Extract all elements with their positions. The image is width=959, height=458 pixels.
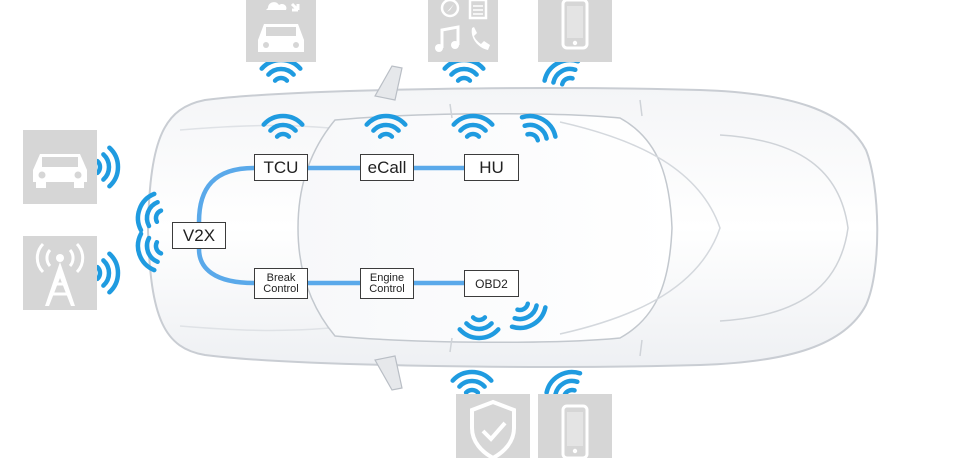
signal-ecall (364, 113, 408, 139)
smartphone-top-tile (538, 0, 612, 62)
ecall-node: eCall (360, 154, 414, 181)
smartphone-icon (561, 0, 589, 50)
signal-tile-media-arc-2 (449, 66, 479, 77)
break-control-line-1: Break (266, 272, 296, 284)
signal-obd2-side-arc-3 (509, 305, 548, 331)
car-body (146, 65, 879, 391)
signal-tcu-arc-1 (274, 131, 292, 139)
signal-shield-tile (450, 369, 494, 395)
signal-hu-phone (519, 113, 558, 143)
break-control-node: Break Control (254, 268, 308, 299)
signal-ecall-arc-2 (371, 122, 401, 133)
signal-obd2-lower-arc-1 (470, 315, 488, 323)
signal-tile-car-sync (259, 57, 303, 83)
signal-tile-car-sync-arc-1 (272, 75, 290, 83)
smartphone-icon (561, 404, 589, 458)
signal-hu-arc-3 (451, 113, 495, 127)
wireless-signals (95, 57, 583, 399)
signal-hu (451, 113, 495, 139)
radio-tower-icon (35, 242, 85, 306)
signal-obd2-side-arc-2 (512, 303, 539, 322)
signal-tile-phone-top-arc-2 (551, 66, 578, 85)
signal-vehicle-tile-arc-1 (95, 158, 103, 176)
signal-obd2-side-arc-1 (515, 301, 531, 313)
signal-vehicle-tile-arc-2 (101, 152, 112, 182)
signal-vehicle-tile (95, 145, 121, 189)
bus-lines (196, 165, 467, 286)
signal-tcu-arc-2 (268, 122, 298, 133)
signal-ecall-arc-1 (377, 131, 395, 139)
security-shield-icon (470, 399, 516, 458)
tcu-node: TCU (254, 154, 308, 181)
obd2-node: OBD2 (464, 270, 519, 297)
engine-control-line-2: Control (369, 283, 405, 295)
smartphone-bottom-tile (538, 394, 612, 458)
signal-v2x-lower-arc-2 (144, 235, 160, 265)
signal-tile-phone-top-arc-1 (559, 75, 575, 87)
signal-v2x-upper-arc-2 (144, 199, 160, 229)
signal-phone-bottom-arc-3 (544, 369, 583, 395)
signal-tower-tile (95, 251, 121, 295)
security-shield-tile (456, 394, 530, 458)
signal-v2x-upper-arc-1 (153, 208, 164, 225)
signal-tile-car-sync-arc-2 (266, 66, 296, 77)
signal-shield-tile-arc-2 (457, 378, 487, 389)
bus-v2x-break (196, 246, 257, 286)
signal-v2x-lower (135, 231, 164, 273)
v2x-node: V2X (172, 222, 226, 249)
signal-hu-phone-arc-2 (522, 122, 549, 141)
media-navigation-icon (435, 0, 490, 52)
car-cloud-sync-icon (258, 2, 304, 52)
signal-v2x-lower-arc-3 (135, 231, 157, 273)
signal-tcu (261, 113, 305, 139)
signal-tower-tile-arc-1 (95, 264, 103, 282)
signal-tower-tile-arc-3 (107, 251, 121, 295)
signal-phone-bottom-arc-2 (553, 378, 580, 397)
signal-tower-tile-arc-2 (101, 258, 112, 288)
car-cloud-sync-tile (246, 0, 316, 62)
signal-hu-arc-2 (458, 122, 488, 133)
media-navigation-tile (428, 0, 498, 62)
signal-obd2-lower-arc-2 (464, 321, 494, 332)
signal-obd2-lower (457, 315, 501, 341)
signal-hu-phone-arc-1 (525, 131, 541, 143)
engine-control-node: Engine Control (360, 268, 414, 299)
signal-hu-arc-1 (464, 131, 482, 139)
signal-v2x-upper (135, 191, 164, 233)
bus-v2x-tcu (196, 165, 257, 225)
signal-tcu-arc-3 (261, 113, 305, 127)
signal-v2x-lower-arc-1 (153, 239, 164, 256)
signal-ecall-arc-3 (364, 113, 408, 127)
signal-hu-phone-arc-3 (519, 113, 558, 139)
vehicle-icon (33, 154, 87, 188)
signal-tile-media-arc-1 (455, 75, 473, 83)
signal-v2x-upper-arc-3 (135, 191, 157, 233)
break-control-line-2: Control (263, 283, 299, 295)
vehicle-tile (23, 130, 97, 204)
engine-control-line-1: Engine (369, 272, 405, 284)
signal-shield-tile-arc-3 (450, 369, 494, 383)
signal-obd2-side (509, 301, 548, 331)
signal-vehicle-tile-arc-3 (107, 145, 121, 189)
radio-tower-tile (23, 236, 97, 310)
signal-tile-phone-top (542, 57, 581, 87)
signal-shield-tile-arc-1 (463, 387, 481, 395)
hu-node: HU (464, 154, 519, 181)
signal-phone-bottom (544, 369, 583, 399)
signal-tile-media (442, 57, 486, 83)
signal-obd2-lower-arc-3 (457, 327, 501, 341)
